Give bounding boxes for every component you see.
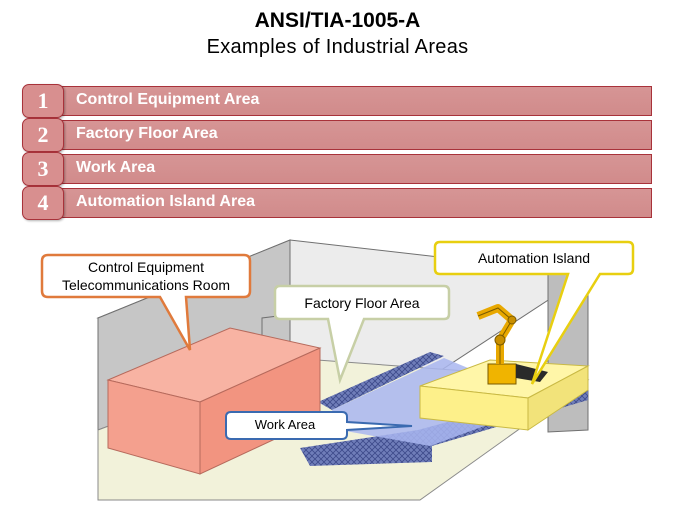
- list-item-number: 4: [22, 186, 64, 220]
- control-room-callout-line2: Telecommunications Room: [61, 277, 231, 293]
- grid-band-diagonal: [318, 352, 444, 410]
- automation-island-side: [527, 365, 589, 431]
- list-item-number: 3: [22, 152, 64, 186]
- list-item-number: 1: [22, 84, 64, 118]
- list-item-bar: [50, 188, 652, 218]
- list-item: Control Equipment Area 1: [22, 84, 654, 118]
- list-item-bar: [50, 120, 652, 150]
- control-room-callout: Control Equipment Telecommunications Roo…: [44, 258, 248, 294]
- title-block: ANSI/TIA-1005-A Examples of Industrial A…: [0, 8, 675, 60]
- list-item-label: Control Equipment Area: [76, 91, 260, 108]
- list-item-bar: [50, 154, 652, 184]
- automation-island-callout: Automation Island: [477, 250, 591, 266]
- page-subtitle: Examples of Industrial Areas: [206, 36, 469, 58]
- list-item: Work Area 3: [22, 152, 654, 186]
- list-item-label: Factory Floor Area: [76, 125, 218, 142]
- list-item-bar: [50, 86, 652, 116]
- list-item: Factory Floor Area 2: [22, 118, 654, 152]
- work-area-callout: Work Area: [254, 417, 316, 432]
- list-item: Automation Island Area 4: [22, 186, 654, 220]
- work-area-callout-shape: [225, 411, 413, 440]
- page-title: ANSI/TIA-1005-A: [254, 9, 421, 32]
- industrial-areas-list: Control Equipment Area 1 Factory Floor A…: [22, 84, 654, 220]
- control-room-callout-line1: Control Equipment: [88, 259, 204, 275]
- list-item-number: 2: [22, 118, 64, 152]
- control-room-callout-shape: [40, 253, 252, 351]
- factory-floor-callout-shape: [273, 284, 451, 385]
- factory-floor-callout: Factory Floor Area: [304, 295, 420, 311]
- robot-arm-icon: [476, 304, 548, 385]
- list-item-label: Work Area: [76, 159, 156, 176]
- list-item-label: Automation Island Area: [76, 193, 255, 210]
- automation-island-callout-shape: [433, 240, 635, 385]
